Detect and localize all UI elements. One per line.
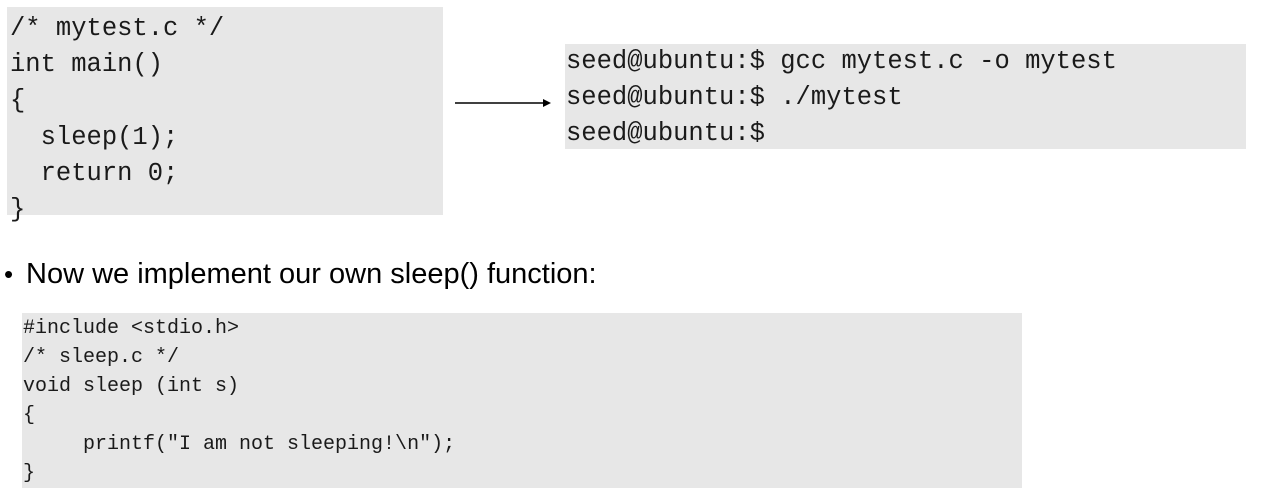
mytest-code-line: } xyxy=(10,195,26,225)
terminal-line: seed@ubuntu:$ gcc mytest.c -o mytest xyxy=(566,47,1117,76)
bullet-point: • Now we implement our own sleep() funct… xyxy=(4,252,597,296)
bullet-marker: • xyxy=(4,258,14,289)
sleep-code-block: #include <stdio.h> /* sleep.c */ void sl… xyxy=(22,313,1022,488)
sleep-code-line: } xyxy=(23,462,36,485)
sleep-code-line: { xyxy=(23,404,36,427)
sleep-code-line: printf("I am not sleeping!\n"); xyxy=(23,433,456,456)
mytest-code-line: sleep(1); xyxy=(10,122,179,152)
mytest-code-line: { xyxy=(10,86,26,116)
mytest-code-block: /* mytest.c */ int main() { sleep(1); re… xyxy=(7,7,443,224)
sleep-code-line: #include <stdio.h> xyxy=(23,317,240,340)
terminal-line: seed@ubuntu:$ ./mytest xyxy=(566,83,903,112)
terminal-line: seed@ubuntu:$ xyxy=(566,119,765,148)
mytest-code-line: /* mytest.c */ xyxy=(10,14,225,43)
mytest-code-line: return 0; xyxy=(10,158,179,188)
mytest-code-line: int main() xyxy=(10,50,164,80)
bullet-text: Now we implement our own sleep() functio… xyxy=(26,257,597,290)
sleep-code-line: /* sleep.c */ xyxy=(23,346,180,369)
terminal-output-block: seed@ubuntu:$ gcc mytest.c -o mytest see… xyxy=(565,44,1246,149)
sleep-code-line: void sleep (int s) xyxy=(23,375,240,398)
right-arrow-icon xyxy=(455,99,551,107)
